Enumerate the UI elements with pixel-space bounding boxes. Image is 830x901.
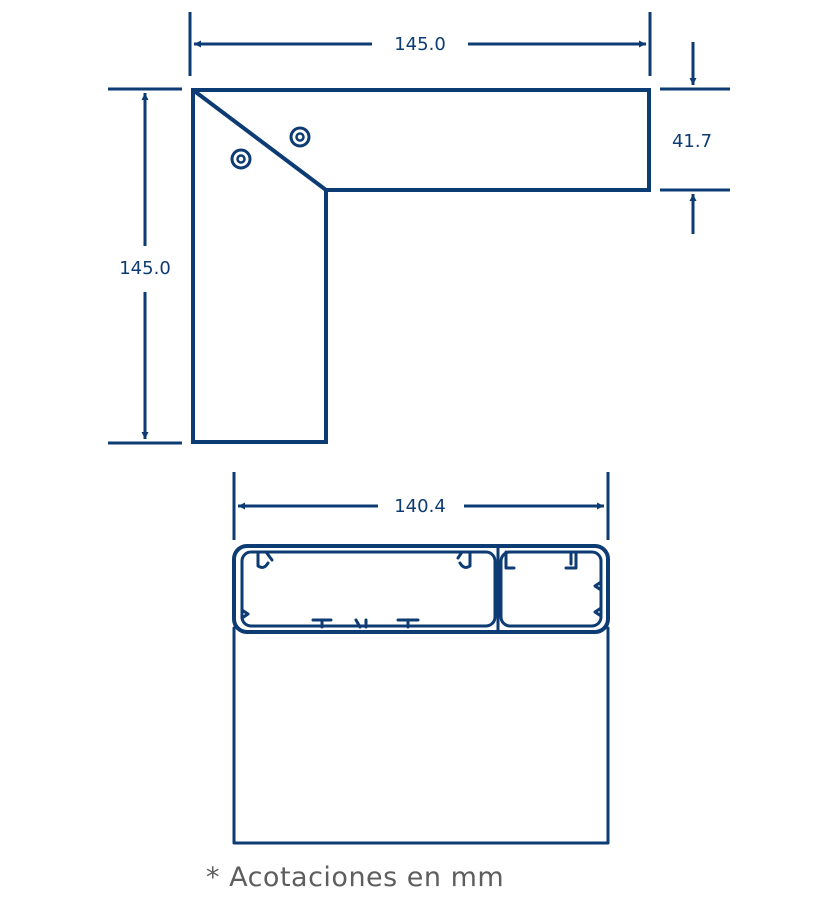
trunking-body bbox=[232, 626, 610, 845]
dimension-top-width bbox=[188, 12, 652, 76]
miter-line bbox=[191, 88, 328, 192]
screw-hole-icon bbox=[289, 126, 311, 148]
corner-piece-top-view bbox=[191, 88, 651, 444]
cable-clips bbox=[240, 550, 603, 620]
dimension-profile-width bbox=[232, 472, 610, 540]
screw-hole-icon bbox=[230, 148, 252, 170]
units-note: * Acotaciones en mm bbox=[206, 862, 505, 893]
dimension-label-left-height: 145.0 bbox=[119, 258, 171, 279]
dimension-left-height bbox=[108, 87, 182, 445]
trunking-profile bbox=[232, 544, 610, 845]
compartment-right bbox=[499, 550, 603, 628]
dimension-arm-width bbox=[660, 42, 730, 234]
fixing-holes bbox=[230, 126, 311, 170]
dimension-label-profile-width: 140.4 bbox=[394, 496, 446, 517]
trunking-lid-outer bbox=[232, 544, 610, 634]
dimension-label-arm-width: 41.7 bbox=[672, 131, 712, 152]
compartment-left bbox=[240, 550, 497, 628]
bottom-t-clips bbox=[311, 618, 420, 629]
dimension-label-top-width: 145.0 bbox=[394, 34, 446, 55]
